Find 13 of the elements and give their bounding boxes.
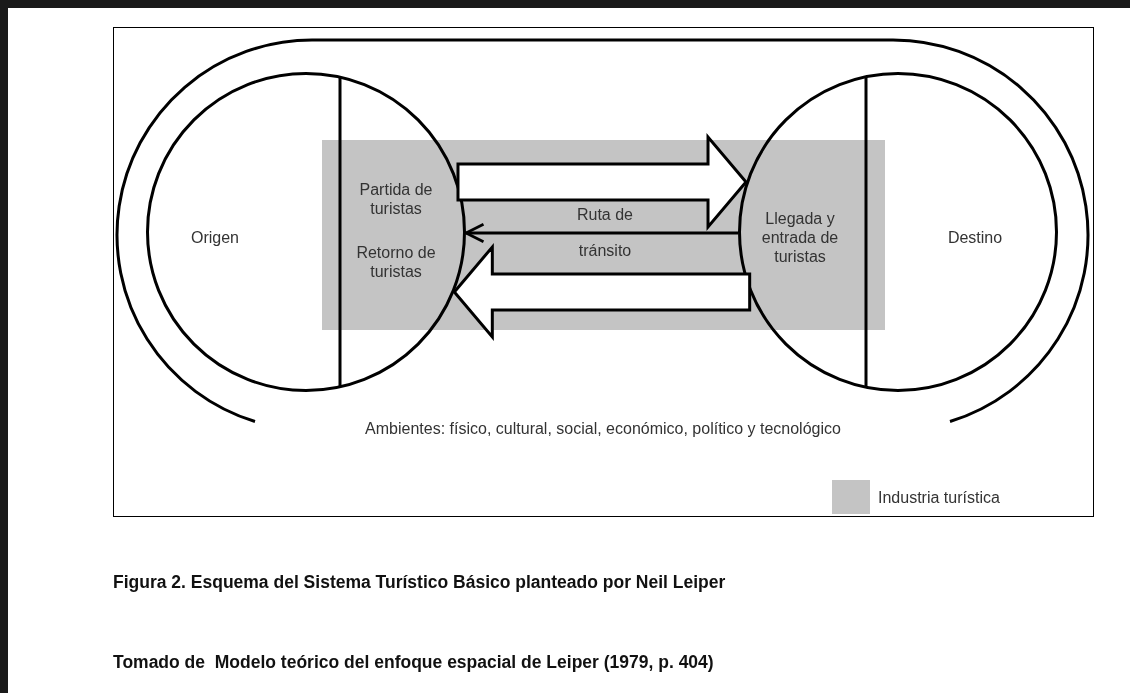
transit-label: Ruta de tránsito [575, 205, 634, 261]
block-arrow [452, 242, 752, 342]
figure-caption: Figura 2. Esquema del Sistema Turístico Básico planteado por Neil Leiper [113, 572, 726, 593]
flow-label: Llegada y entrada de turistas [760, 208, 840, 266]
environment-label: Ambientes: físico, cultural, social, económico, político y tecnológico [364, 418, 842, 438]
flow-label: Partida de turistas [358, 180, 434, 218]
arrow [464, 222, 738, 244]
source-note: Tomado de Modelo teórico del enfoque espacial de Leiper (1979, p. 404) [113, 652, 714, 673]
region-label: Destino [946, 227, 1004, 247]
legend-label: Industria turística [878, 489, 1000, 507]
block-arrow [456, 132, 748, 232]
region-label: Origen [190, 227, 240, 247]
flow-label: Retorno de turistas [355, 243, 437, 281]
